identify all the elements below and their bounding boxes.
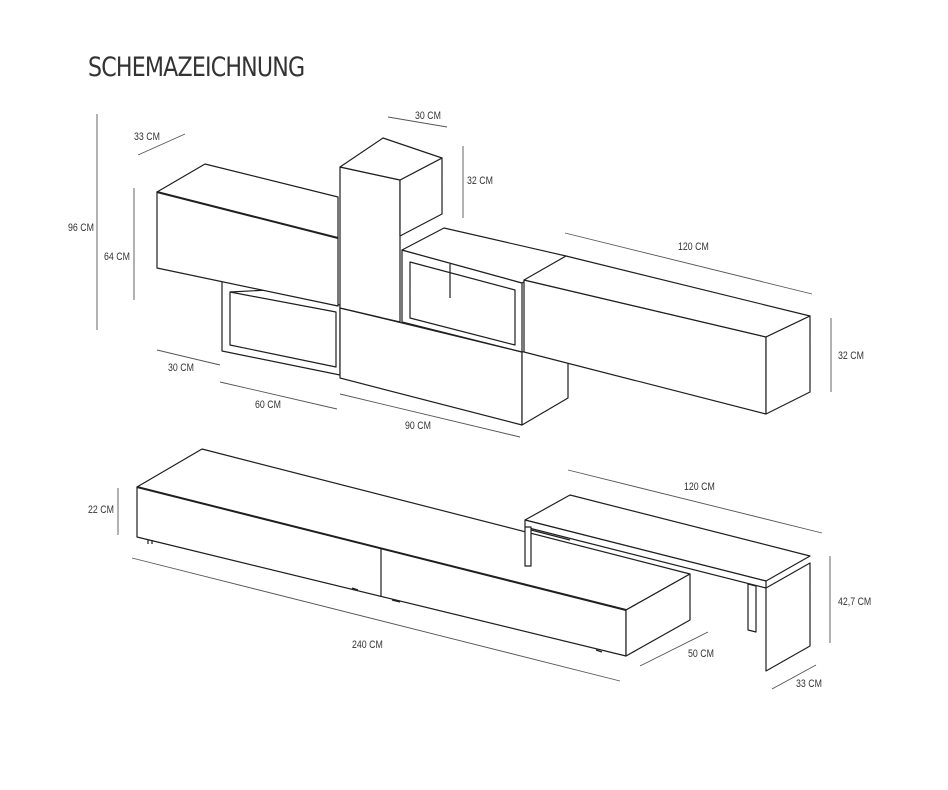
label-width-table: 120 CM — [684, 481, 715, 493]
label-width-left-cabinet: 60 CM — [255, 399, 281, 411]
left-upper-cabinet — [156, 163, 339, 307]
right-long-cabinet — [523, 255, 811, 415]
label-depth-table: 33 CM — [796, 678, 822, 690]
label-depth-left: 33 CM — [134, 131, 160, 143]
page-title: SCHEMAZEICHNUNG — [88, 52, 305, 83]
label-depth-bottom: 30 CM — [168, 362, 194, 374]
lower-dimension-lines — [117, 469, 831, 690]
label-depth-lowboard: 50 CM — [688, 648, 714, 660]
lowboard — [136, 448, 691, 657]
label-height-left-cabinet: 64 CM — [104, 251, 130, 263]
label-height-right-cabinet: 32 CM — [838, 350, 864, 362]
label-width-lowboard: 240 CM — [352, 639, 383, 651]
label-height-table: 42,7 CM — [838, 596, 872, 608]
tall-column — [339, 137, 443, 323]
label-width-right-cabinet: 120 CM — [678, 241, 709, 253]
label-width-middle: 90 CM — [405, 420, 431, 432]
label-width-top-box: 30 CM — [415, 110, 441, 122]
label-height-lowboard: 22 CM — [88, 504, 114, 516]
label-height-top-box: 32 CM — [467, 175, 493, 187]
label-height-total: 96 CM — [68, 222, 94, 234]
middle-open-box — [401, 227, 567, 353]
side-table — [524, 494, 811, 672]
upper-dimension-lines — [96, 114, 832, 438]
